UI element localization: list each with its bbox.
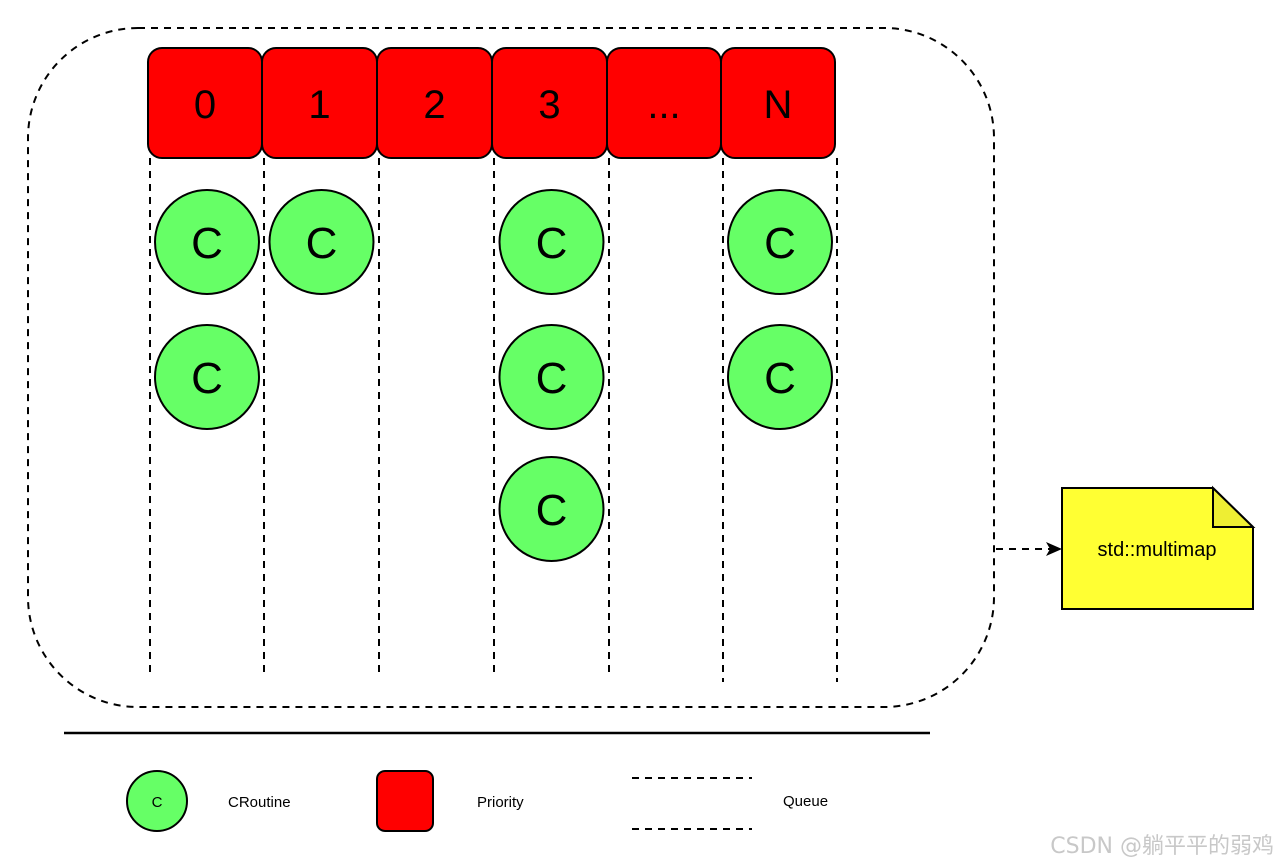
croutine-circle bbox=[498, 324, 605, 430]
croutine: C bbox=[727, 189, 833, 295]
legend-croutine-label: CRoutine bbox=[228, 794, 291, 811]
croutine-label: C bbox=[536, 354, 568, 403]
priority-ellipsis: ... bbox=[606, 47, 722, 159]
croutine-label: C bbox=[536, 486, 568, 535]
croutine-circle bbox=[498, 189, 605, 295]
note-body bbox=[1061, 487, 1254, 610]
croutine-circle bbox=[727, 189, 833, 295]
legend-priority: Priority bbox=[376, 770, 524, 832]
croutine-label: C bbox=[191, 354, 223, 403]
legend-priority-label: Priority bbox=[477, 794, 524, 811]
legend-croutine-icon bbox=[126, 770, 188, 832]
croutine-circle bbox=[154, 324, 260, 430]
croutine-label: C bbox=[764, 354, 796, 403]
priority-2: 2 bbox=[376, 47, 493, 159]
croutine: C bbox=[498, 456, 605, 562]
multimap-note: std::multimap bbox=[1061, 485, 1256, 610]
multimap-container bbox=[27, 27, 995, 708]
croutine-label: C bbox=[536, 219, 568, 268]
legend-queue-label: Queue bbox=[783, 793, 828, 810]
croutine: C bbox=[154, 189, 260, 295]
arrowhead-icon bbox=[1046, 542, 1062, 556]
priority-label: ... bbox=[647, 83, 680, 127]
priority-label: 1 bbox=[308, 83, 330, 127]
priority-n: N bbox=[720, 47, 836, 159]
priority-label: 0 bbox=[194, 83, 216, 127]
croutine: C bbox=[727, 324, 833, 430]
croutine-circle bbox=[727, 324, 833, 430]
croutine-circle bbox=[268, 189, 375, 295]
croutine: C bbox=[268, 189, 375, 295]
croutine: C bbox=[154, 324, 260, 430]
croutine: C bbox=[498, 189, 605, 295]
croutine-label: C bbox=[191, 219, 223, 268]
priority-0: 0 bbox=[147, 47, 263, 159]
priority-label: N bbox=[764, 83, 793, 127]
legend-priority-icon bbox=[376, 770, 434, 832]
croutine: C bbox=[498, 324, 605, 430]
croutine-label: C bbox=[306, 219, 338, 268]
legend-croutine: C CRoutine bbox=[126, 770, 291, 832]
croutine-circle bbox=[154, 189, 260, 295]
priority-label: 3 bbox=[538, 83, 560, 127]
note-fold-icon bbox=[1212, 485, 1256, 528]
legend-queue: Queue bbox=[632, 777, 828, 830]
priority-box bbox=[720, 47, 836, 159]
priority-1: 1 bbox=[261, 47, 378, 159]
watermark: CSDN @躺平平的弱鸡 bbox=[1050, 834, 1274, 859]
croutine-circle bbox=[498, 456, 605, 562]
container-to-note-arrow bbox=[996, 542, 1062, 556]
legend-croutine-symbol: C bbox=[152, 794, 163, 811]
croutine-label: C bbox=[764, 219, 796, 268]
priority-label: 2 bbox=[423, 83, 445, 127]
priority-3: 3 bbox=[491, 47, 608, 159]
note-label: std::multimap bbox=[1098, 539, 1217, 561]
